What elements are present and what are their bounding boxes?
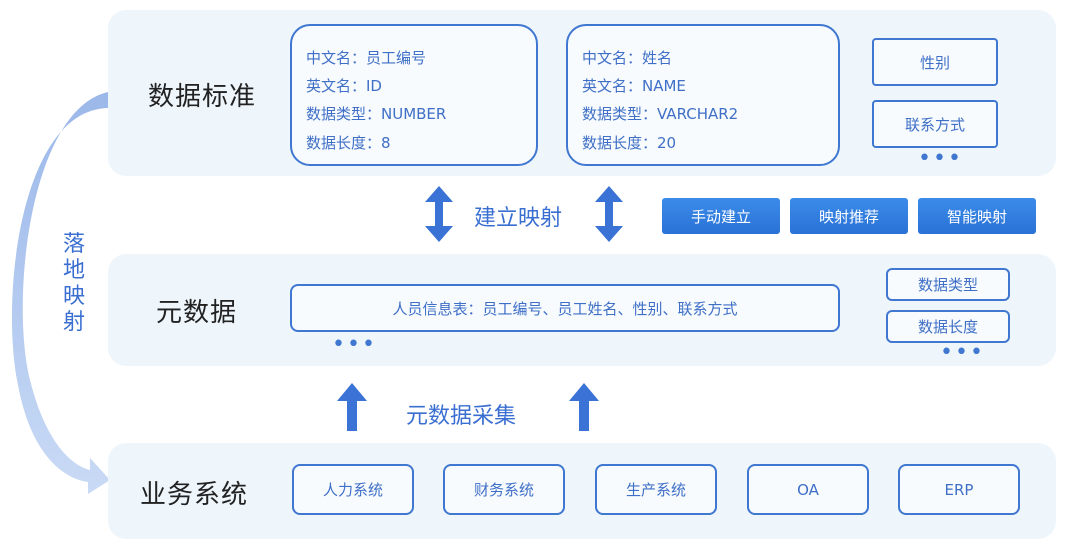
more-dots: ••• (332, 332, 377, 357)
more-dots: ••• (940, 340, 985, 365)
standard-tag-contact: 联系方式 (872, 100, 998, 148)
card-line: 数据长度：8 (306, 134, 391, 152)
mapping-label: 建立映射 (474, 206, 563, 231)
metadata-title: 元数据 (156, 298, 238, 328)
card-line: 数据类型：NUMBER (306, 105, 447, 123)
standard-card-name: 中文名：姓名 英文名：NAME 数据类型：VARCHAR2 数据长度：20 (566, 24, 840, 166)
mapping-recommend-button[interactable]: 映射推荐 (790, 198, 908, 234)
card-line: 英文名：ID (306, 77, 382, 95)
metadata-collect-label: 元数据采集 (406, 404, 517, 429)
up-arrow-icon (337, 383, 367, 431)
bidirectional-arrow-icon (425, 186, 453, 242)
standard-tag-gender: 性别 (872, 38, 998, 86)
system-oa: OA (747, 464, 869, 515)
card-line: 英文名：NAME (582, 77, 686, 95)
more-dots: ••• (918, 146, 963, 171)
metadata-table-box: 人员信息表：员工编号、员工姓名、性别、联系方式 (290, 284, 840, 332)
card-line: 数据类型：VARCHAR2 (582, 105, 739, 123)
card-line: 中文名：员工编号 (306, 49, 427, 67)
standard-card-employee-id: 中文名：员工编号 英文名：ID 数据类型：NUMBER 数据长度：8 (290, 24, 538, 166)
smart-mapping-button[interactable]: 智能映射 (918, 198, 1036, 234)
system-erp: ERP (898, 464, 1020, 515)
bidirectional-arrow-icon (595, 186, 623, 242)
data-standard-title: 数据标准 (148, 82, 257, 112)
card-line: 数据长度：20 (582, 134, 677, 152)
manual-mapping-button[interactable]: 手动建立 (662, 198, 780, 234)
metadata-tag-type: 数据类型 (886, 268, 1010, 301)
landing-mapping-label: 落地映射 (62, 232, 85, 335)
system-hr: 人力系统 (292, 464, 414, 515)
up-arrow-icon (569, 383, 599, 431)
landing-mapping-arrow (11, 92, 110, 494)
system-finance: 财务系统 (443, 464, 565, 515)
metadata-tag-length: 数据长度 (886, 310, 1010, 343)
business-title: 业务系统 (140, 480, 249, 510)
system-production: 生产系统 (595, 464, 717, 515)
card-line: 中文名：姓名 (582, 49, 673, 67)
